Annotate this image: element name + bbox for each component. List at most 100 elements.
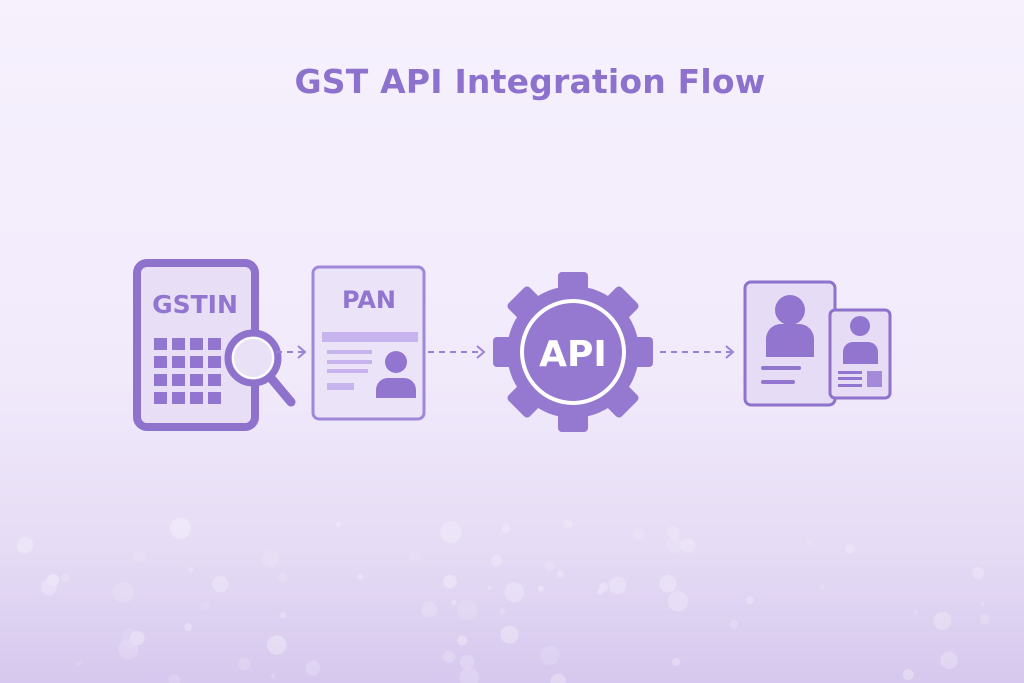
bokeh-dot <box>597 589 603 595</box>
bokeh-dot <box>212 575 229 593</box>
id-cards-icon <box>743 280 892 407</box>
bokeh-dot <box>667 591 689 612</box>
bokeh-dot <box>443 650 456 663</box>
bokeh-dot <box>168 674 181 683</box>
bokeh-dot <box>409 550 421 562</box>
grid-cell <box>154 356 167 368</box>
bokeh-dot <box>335 521 342 528</box>
grid-cell <box>208 356 221 368</box>
bokeh-dot <box>120 629 140 649</box>
bokeh-dot <box>76 660 82 667</box>
bokeh-dot <box>806 538 814 546</box>
grid-cell <box>154 392 167 404</box>
bokeh-dot <box>562 519 573 529</box>
bokeh-dot <box>540 645 560 665</box>
gear-tooth <box>493 337 523 367</box>
grid-cell <box>190 392 203 404</box>
gear-tooth <box>558 402 588 432</box>
grid-cell <box>190 374 203 386</box>
bokeh-dot <box>659 575 677 593</box>
bokeh-dot <box>819 584 825 590</box>
bokeh-dot <box>113 581 135 604</box>
magnifier-icon <box>224 329 296 407</box>
bokeh-dot <box>556 570 564 578</box>
bokeh-dot <box>305 660 321 676</box>
bokeh-dot <box>599 582 609 592</box>
bokeh-dot <box>745 596 755 605</box>
bokeh-dot <box>459 654 475 670</box>
bokeh-dot <box>681 538 696 553</box>
gear-tooth <box>558 272 588 302</box>
bokeh-dot <box>672 657 681 666</box>
bokeh-dot <box>261 549 280 568</box>
gstin-label: GSTIN <box>152 290 238 319</box>
bokeh-dot <box>443 574 457 589</box>
grid-cell <box>172 338 185 350</box>
bokeh-dot <box>133 550 146 563</box>
bokeh-dot <box>200 601 210 611</box>
pan-card-icon: PAN <box>311 265 426 421</box>
bokeh-dot <box>238 657 251 671</box>
bokeh-dot <box>537 585 544 592</box>
bokeh-dot <box>979 614 990 625</box>
bokeh-dot <box>440 521 462 544</box>
bokeh-dot <box>544 560 555 571</box>
bokeh-dot <box>188 567 194 572</box>
bokeh-dot <box>940 651 958 669</box>
bokeh-dot <box>633 528 645 540</box>
grid-cell <box>172 356 185 368</box>
bokeh-dot <box>61 573 70 583</box>
bokeh-dot <box>129 630 145 646</box>
bokeh-dot <box>46 573 60 587</box>
bokeh-dot <box>421 601 438 618</box>
bokeh-dot <box>499 608 506 615</box>
arrow-3 <box>660 345 735 359</box>
bokeh-dot <box>500 625 519 644</box>
gear-tooth <box>623 337 653 367</box>
grid-cell <box>208 392 221 404</box>
grid-cell <box>154 374 167 386</box>
api-gear-icon: API <box>493 272 653 432</box>
bokeh-dot <box>980 601 985 607</box>
bokeh-dot <box>608 576 627 595</box>
bokeh-dot <box>459 667 480 683</box>
grid-cell <box>154 338 167 350</box>
gear-body <box>507 286 639 418</box>
bokeh-dot <box>457 635 468 646</box>
bokeh-dot <box>972 567 985 579</box>
bokeh-dot <box>845 543 856 555</box>
bokeh-dot <box>267 635 287 655</box>
bokeh-dot <box>184 623 193 632</box>
bokeh-dot <box>457 600 478 621</box>
grid-cell <box>208 374 221 386</box>
bokeh-dot <box>279 612 287 619</box>
arrow-2 <box>428 345 486 359</box>
bokeh-dot <box>550 673 566 683</box>
bokeh-dot <box>902 669 914 680</box>
bokeh-dot <box>169 517 191 539</box>
bokeh-dot <box>933 611 952 631</box>
bokeh-dot <box>666 525 680 539</box>
pan-label: PAN <box>342 286 396 314</box>
grid-cell <box>172 392 185 404</box>
bokeh-dot <box>729 619 739 629</box>
grid-cell <box>190 338 203 350</box>
bokeh-dot <box>277 572 288 583</box>
bokeh-dot <box>501 523 511 533</box>
bokeh-background <box>16 517 990 683</box>
diagram-title: GST API Integration Flow <box>294 62 766 101</box>
arrow-1 <box>276 345 307 359</box>
bokeh-dot <box>40 579 57 596</box>
bokeh-dot <box>504 582 525 603</box>
bokeh-dot <box>118 639 139 660</box>
bokeh-dot <box>912 609 919 616</box>
grid-cell <box>190 356 203 368</box>
bokeh-dot <box>169 523 176 529</box>
bokeh-dot <box>490 555 503 567</box>
grid-cell <box>172 374 185 386</box>
bokeh-dot <box>271 673 276 678</box>
api-label: API <box>539 334 607 375</box>
bokeh-dot <box>451 599 457 606</box>
bokeh-dot <box>666 537 683 554</box>
